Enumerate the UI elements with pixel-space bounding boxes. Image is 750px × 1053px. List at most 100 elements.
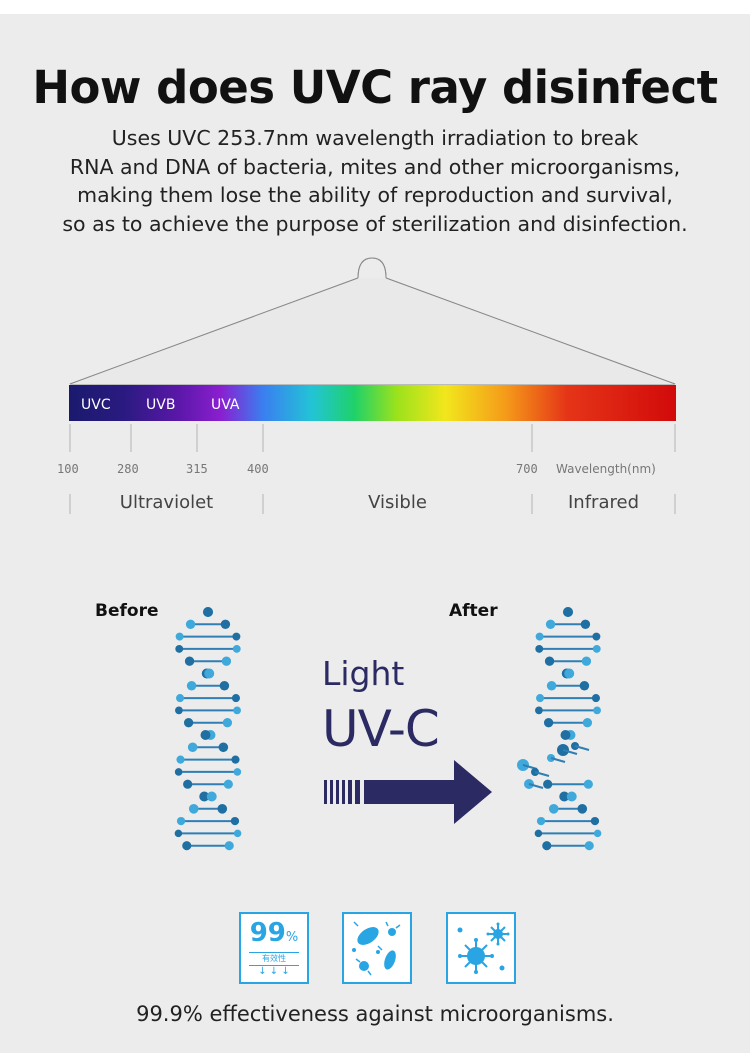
tick-label: 315 (186, 462, 208, 476)
dna-base (582, 718, 593, 728)
dna-fragment-rung (528, 783, 544, 789)
dna-base (544, 656, 555, 666)
dna-base (577, 803, 588, 814)
band-label-uva: UVA (211, 397, 240, 413)
effectiveness-badge-icon: 99% 有效性 ↓ ↓ ↓ (239, 912, 309, 984)
dna-base (233, 829, 242, 838)
dna-base (231, 755, 240, 764)
bacteria-icon (342, 912, 412, 984)
virus-icon (446, 912, 516, 984)
dna-base (175, 706, 183, 715)
dna-base (584, 841, 594, 851)
dna-base (184, 656, 195, 666)
dna-base (230, 816, 240, 826)
dna-base (563, 607, 573, 617)
tick-label: 280 (117, 462, 139, 476)
intro-line: making them lose the ability of reproduc… (77, 183, 673, 207)
dna-base (233, 706, 241, 715)
dna-base (581, 656, 592, 666)
dna-base (535, 632, 544, 641)
dna-base (176, 694, 185, 703)
dna-base (543, 718, 554, 728)
dna-base (183, 779, 193, 789)
dna-base (536, 816, 546, 826)
before-label: Before (95, 601, 159, 621)
dna-base (175, 644, 184, 653)
tick-label: 100 (57, 462, 79, 476)
dna-base (231, 694, 240, 703)
dna-base (560, 730, 571, 740)
dna-base (590, 816, 600, 826)
dna-base (219, 681, 230, 691)
dna-base (232, 644, 241, 653)
dna-base (232, 632, 241, 641)
dna-base (223, 779, 233, 789)
dna-fragment-rung (550, 757, 566, 763)
dna-base (545, 619, 556, 630)
footer-statement: 99.9% effectiveness against microorganis… (136, 1002, 614, 1026)
dna-base (592, 632, 601, 641)
dna-base (217, 803, 228, 814)
dna-base (593, 829, 602, 838)
dna-base (546, 681, 557, 691)
dna-base (176, 755, 185, 764)
page-title: How does UVC ray disinfect (32, 61, 718, 114)
dna-base (591, 694, 600, 703)
band-label-uvb: UVB (146, 397, 176, 413)
dna-base (536, 694, 545, 703)
dna-base (185, 619, 196, 630)
badge-percent-sign: % (285, 930, 299, 945)
dna-base (203, 607, 213, 617)
dna-base (188, 803, 199, 814)
dna-base (543, 779, 553, 789)
dna-base (183, 718, 194, 728)
dna-base (593, 706, 601, 715)
dna-base (233, 768, 242, 776)
region-ultraviolet: Ultraviolet (119, 492, 214, 513)
dna-base (583, 779, 593, 789)
dna-base (224, 841, 234, 851)
dna-base (535, 644, 544, 653)
dna-base (174, 829, 183, 838)
band-label-uvc: UVC (81, 397, 111, 413)
intro-line: RNA and DNA of bacteria, mites and other… (69, 154, 681, 179)
dna-base (580, 619, 591, 630)
dna-helix-after-damaged (517, 607, 602, 851)
dna-fragment-rung (562, 749, 578, 755)
dna-base (559, 791, 570, 802)
intro-line: Uses UVC 253.7nm wavelength irradiation … (111, 126, 639, 150)
intro-line: so as to achieve the purpose of steriliz… (62, 211, 688, 236)
dna-base (542, 841, 552, 851)
dna-base (174, 768, 183, 776)
uvc-arrow-icon (324, 760, 492, 824)
uvc-label: UV-C (322, 700, 440, 758)
down-arrows-icon: ↓ ↓ ↓ (258, 966, 290, 977)
region-infrared: Infrared (568, 492, 639, 513)
dna-base (204, 668, 215, 679)
dna-base (175, 632, 184, 641)
spectrum-bar (69, 385, 676, 421)
dna-fragment-rung (574, 745, 590, 751)
badge-percent-value: 99 (249, 918, 286, 948)
dna-fragment-rung (534, 771, 550, 777)
tick-label: 400 (247, 462, 269, 476)
intro-text: Uses UVC 253.7nm wavelength irradiation … (0, 124, 750, 238)
light-label: Light (322, 654, 405, 693)
tick-label: 700 (516, 462, 538, 476)
dna-base (187, 742, 198, 753)
dna-base (199, 791, 210, 802)
dna-base (592, 644, 601, 653)
dna-base (221, 656, 232, 666)
dna-base (566, 791, 577, 802)
dna-base (534, 829, 543, 838)
dna-base (176, 816, 186, 826)
spectrum-diagram (69, 257, 676, 514)
dna-base (182, 841, 192, 851)
axis-unit-label: Wavelength(nm) (556, 462, 656, 476)
dna-base (206, 791, 217, 802)
background-panel (0, 14, 750, 1053)
region-visible: Visible (368, 492, 427, 513)
dna-base (564, 668, 575, 679)
dna-base (186, 681, 197, 691)
after-label: After (449, 601, 498, 621)
